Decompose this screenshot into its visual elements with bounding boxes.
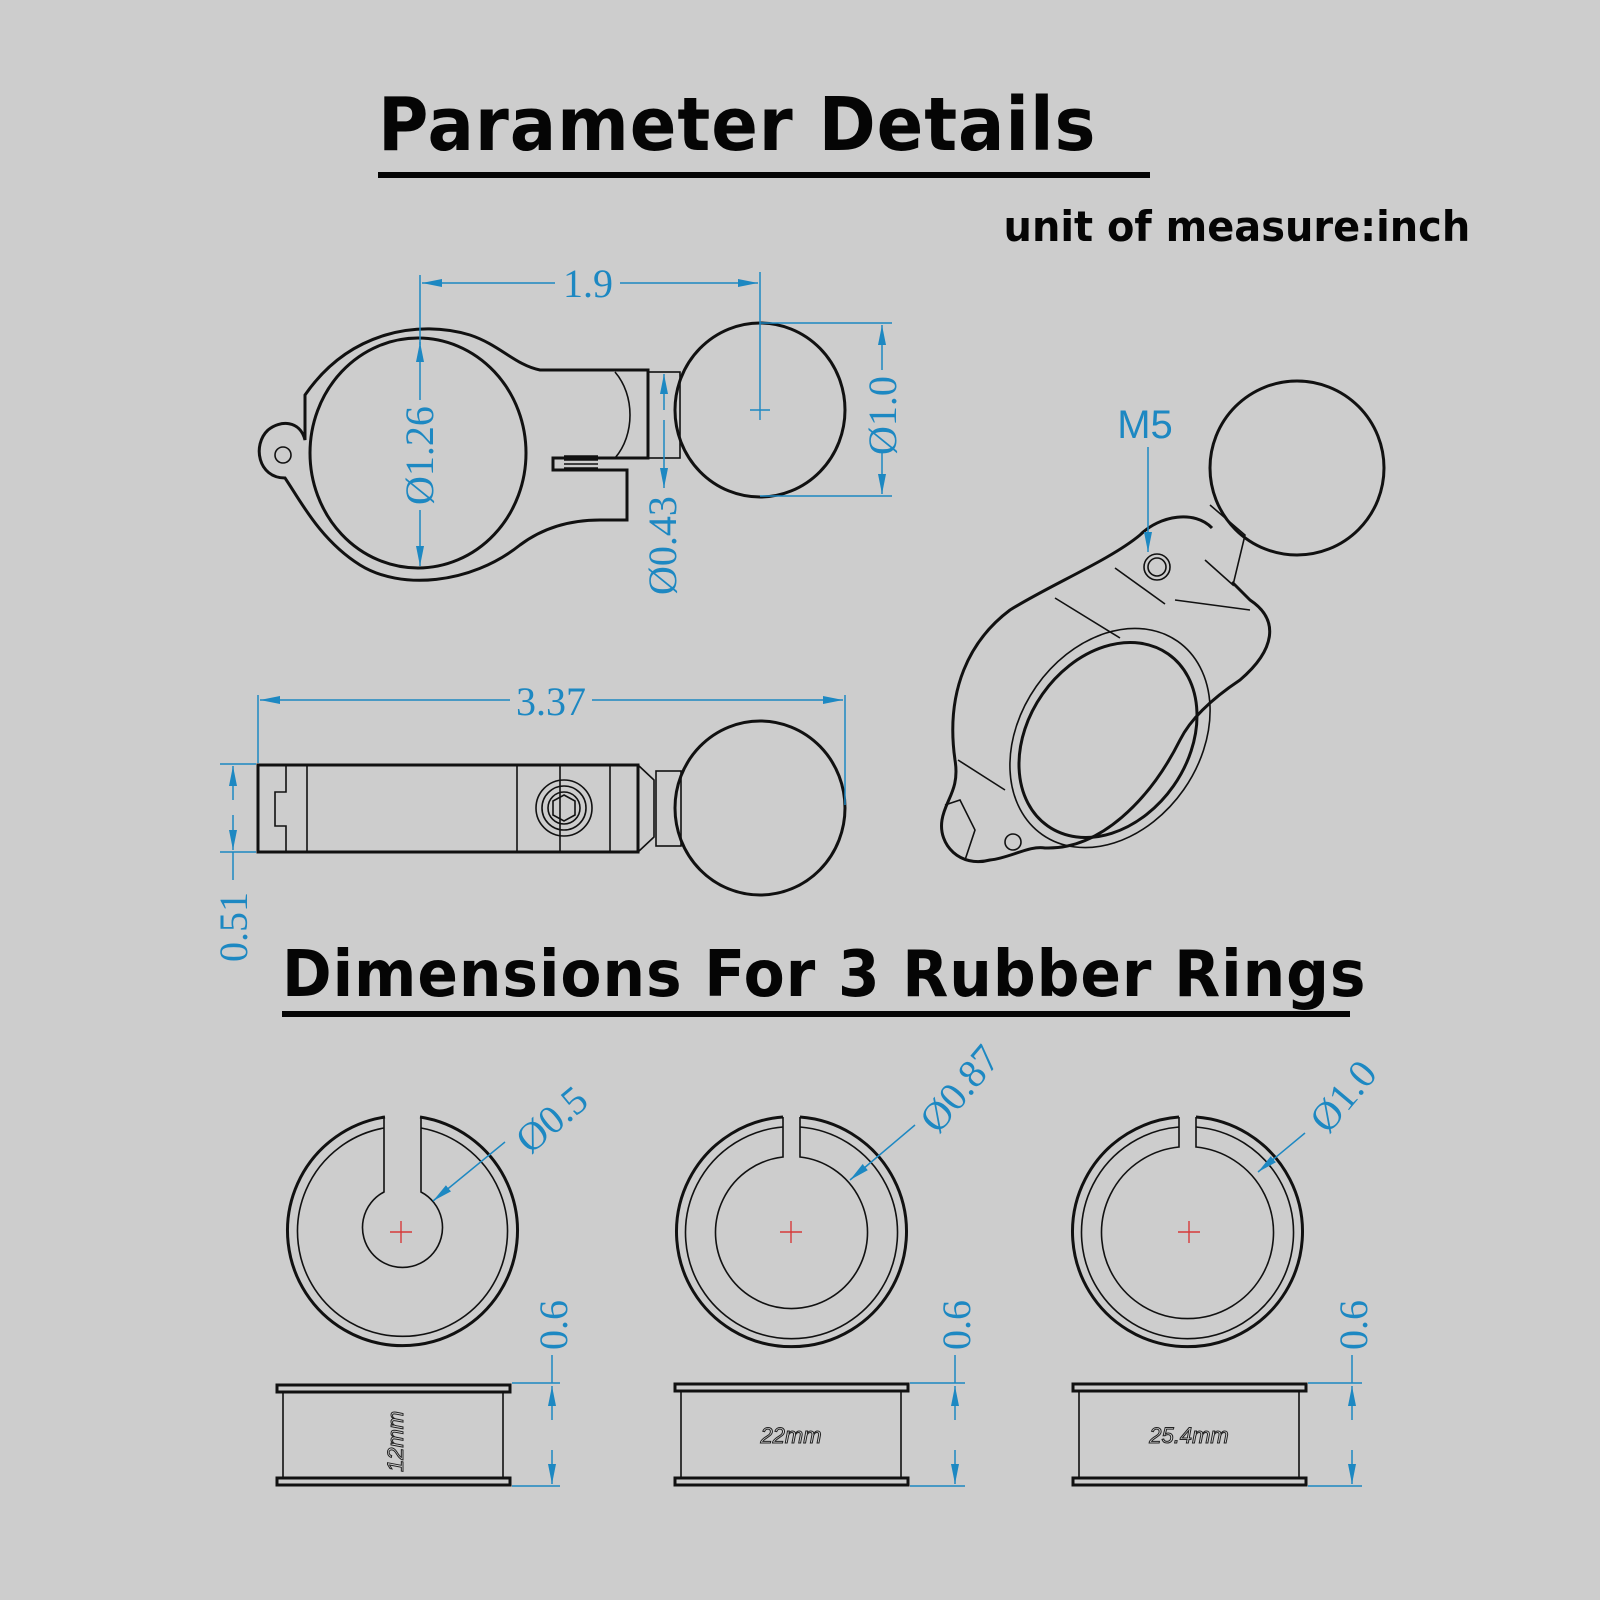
rings-section-title: Dimensions For 3 Rubber Rings — [282, 938, 1367, 1012]
ring-2-size-label: 22mm — [759, 1423, 821, 1448]
dim-clamp-inner-diameter: Ø1.26 — [397, 406, 442, 505]
ring-1: Ø0.5 12mm 0.6 — [275, 1077, 596, 1487]
dim-neck-diameter: Ø0.43 — [640, 496, 685, 595]
ring-3-size-label: 25.4mm — [1148, 1423, 1228, 1448]
dim-thickness: 0.51 — [211, 892, 256, 962]
ring-1-size-label: 12mm — [383, 1411, 408, 1472]
screw-label: M5 — [1117, 403, 1173, 447]
dim-total-length: 3.37 — [516, 679, 586, 724]
dim-center-distance: 1.9 — [563, 261, 613, 306]
dim-ball-diameter: Ø1.0 — [860, 376, 905, 455]
ring-3-height: 0.6 — [1331, 1300, 1376, 1350]
ring-2-diameter: Ø0.87 — [910, 1036, 1008, 1141]
clamp-isometric-view: M5 — [940, 379, 1386, 863]
ring-3-diameter: Ø1.0 — [1300, 1051, 1385, 1140]
unit-note: unit of measure:inch — [1003, 202, 1470, 251]
rings-title-underline — [282, 1011, 1350, 1017]
ring-1-height: 0.6 — [531, 1300, 576, 1350]
clamp-top-view: 3.37 0.51 — [211, 679, 847, 962]
title-underline — [378, 172, 1150, 178]
ring-2: Ø0.87 22mm 0.6 — [673, 1036, 1008, 1487]
page-title: Parameter Details — [378, 82, 1097, 168]
ring-1-diameter: Ø0.5 — [507, 1077, 596, 1162]
ring-2-height: 0.6 — [934, 1300, 979, 1350]
clamp-side-view: 1.9 Ø1.26 Ø0.43 Ø1.0 — [257, 261, 905, 595]
ring-3: Ø1.0 25.4mm 0.6 — [1071, 1051, 1386, 1487]
